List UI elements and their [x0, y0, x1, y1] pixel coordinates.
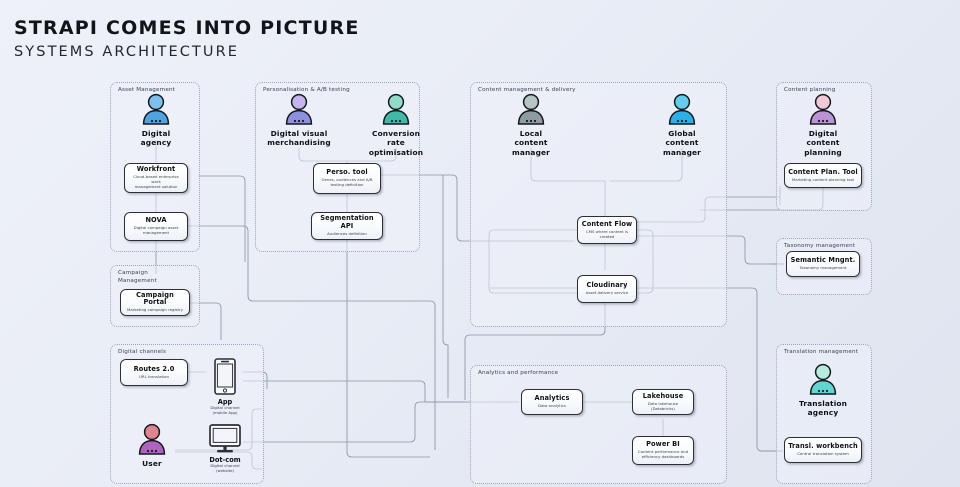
desktop-monitor-icon: [209, 424, 241, 453]
page-title: STRAPI COMES INTO PICTURE: [14, 17, 360, 39]
device-label-dot-com: Dot-com: [209, 456, 241, 464]
page-subtitle: SYSTEMS ARCHITECTURE: [14, 43, 240, 60]
node-title-transl-workbench: Transl. workbench: [788, 442, 858, 451]
group-analytics-performance: Analytics and performance: [470, 365, 727, 484]
node-subtitle-nova: Digital campaign asset management: [133, 225, 179, 236]
device-app: App Digital channel (mobile App): [205, 358, 245, 416]
device-dot-com: Dot-com Digital channel (website): [203, 424, 247, 474]
node-title-semantic-mngnt: Semantic Mngnt.: [790, 256, 856, 265]
node-subtitle-content-flow: CMS where content is created: [585, 228, 629, 239]
node-title-content-flow: Content Flow: [581, 219, 633, 228]
group-label-translation-management: Translation management: [784, 349, 859, 355]
node-content-flow[interactable]: Content Flow CMS where content is create…: [577, 216, 637, 244]
node-perso-tool[interactable]: Perso. tool Genes, audiences and A/B tes…: [313, 163, 381, 194]
node-title-lakehouse: Lakehouse: [642, 391, 684, 400]
node-power-bi[interactable]: Power BI Content performance and efficie…: [632, 436, 694, 465]
node-title-campaign-portal: Campaign Portal: [136, 290, 174, 307]
actor-conversion-rate-optimisation: Conversion rate optimisation: [368, 92, 424, 157]
node-campaign-portal[interactable]: Campaign Portal Marketing campaign regis…: [120, 289, 190, 316]
node-subtitle-segmentation-api: Audiences definition: [327, 230, 367, 236]
person-icon: [382, 93, 410, 125]
node-subtitle-semantic-mngnt: Taxonomy management: [799, 265, 847, 271]
actor-label-user: User: [142, 459, 162, 468]
actor-user: User: [129, 422, 175, 468]
node-subtitle-cloudinary: Asset delivery service: [585, 290, 629, 296]
node-title-nova: NOVA: [145, 216, 167, 225]
device-label-app: App: [217, 398, 233, 406]
actor-label-local-content-manager: Local content manager: [512, 129, 550, 157]
node-subtitle-content-plan-tool: Marketing content planning tool: [791, 176, 855, 182]
node-title-segmentation-api: Segmentation API: [320, 214, 374, 230]
node-semantic-mngnt[interactable]: Semantic Mngnt. Taxonomy management: [786, 251, 860, 277]
person-icon: [517, 93, 545, 125]
node-subtitle-transl-workbench: Central translation system: [797, 451, 849, 457]
actor-label-global-content-manager: Global content manager: [663, 129, 701, 157]
actor-label-digital-visual-merchandising: Digital visual merchandising: [267, 129, 331, 148]
node-subtitle-campaign-portal: Marketing campaign registry: [127, 307, 183, 313]
node-subtitle-workfront: Cloud-based enterprise work management s…: [133, 174, 179, 189]
node-transl-workbench[interactable]: Transl. workbench Central translation sy…: [784, 437, 862, 463]
person-icon: [285, 93, 313, 125]
person-icon: [809, 93, 837, 125]
node-segmentation-api[interactable]: Segmentation API Audiences definition: [311, 212, 383, 240]
node-title-power-bi: Power BI: [646, 440, 680, 449]
node-lakehouse[interactable]: Lakehouse Data lakehouse (Databricks): [632, 389, 694, 415]
actor-label-translation-agency: Translation agency: [798, 399, 848, 418]
actor-digital-agency: Digital agency: [131, 92, 181, 148]
group-label-taxonomy-management: Taxonomy management: [784, 243, 856, 249]
group-label-personalisation: Personalisation & A/B testing: [263, 87, 350, 93]
actor-digital-content-planning: Digital content planning: [798, 92, 848, 157]
actor-translation-agency: Translation agency: [798, 362, 848, 418]
node-title-cloudinary: Cloudinary: [586, 281, 628, 290]
node-cloudinary[interactable]: Cloudinary Asset delivery service: [577, 275, 637, 303]
device-subtitle-app: Digital channel (mobile App): [210, 405, 240, 415]
node-workfront[interactable]: Workfront Cloud-based enterprise work ma…: [124, 163, 188, 193]
node-title-perso-tool: Perso. tool: [326, 168, 368, 177]
node-title-content-plan-tool: Content Plan. Tool: [788, 167, 858, 176]
person-icon: [138, 423, 166, 455]
node-subtitle-routes-20: URL translation: [139, 373, 169, 379]
device-subtitle-dot-com: Digital channel (website): [210, 463, 240, 473]
actor-label-digital-agency: Digital agency: [140, 129, 172, 148]
group-label-asset-management: Asset Management: [118, 87, 176, 93]
person-icon: [809, 363, 837, 395]
group-label-analytics-performance: Analytics and performance: [478, 370, 559, 376]
actor-label-conversion-rate-optimisation: Conversion rate optimisation: [368, 129, 424, 157]
node-content-plan-tool[interactable]: Content Plan. Tool Marketing content pla…: [784, 163, 862, 188]
actor-local-content-manager: Local content manager: [506, 92, 556, 157]
actor-label-digital-content-planning: Digital content planning: [804, 129, 842, 157]
person-icon: [142, 93, 170, 125]
node-subtitle-analytics: Data analytics: [538, 403, 566, 409]
node-subtitle-perso-tool: Genes, audiences and A/B testing definit…: [321, 177, 373, 188]
actor-global-content-manager: Global content manager: [657, 92, 707, 157]
node-routes-20[interactable]: Routes 2.0 URL translation: [120, 359, 188, 386]
node-title-workfront: Workfront: [136, 165, 176, 174]
group-label-content-planning: Content planning: [784, 87, 836, 93]
node-analytics[interactable]: Analytics Data analytics: [521, 389, 583, 415]
page-title-block: STRAPI COMES INTO PICTURE SYSTEMS ARCHIT…: [14, 18, 360, 60]
node-subtitle-power-bi: Content performance and efficiency dashb…: [637, 449, 689, 460]
node-subtitle-lakehouse: Data lakehouse (Databricks): [647, 400, 679, 411]
node-title-analytics: Analytics: [534, 394, 570, 403]
person-icon: [668, 93, 696, 125]
group-label-digital-channels: Digital channels: [118, 349, 167, 355]
node-nova[interactable]: NOVA Digital campaign asset management: [124, 212, 188, 241]
group-label-campaign-management: Campaign Management: [118, 270, 157, 284]
mobile-phone-icon: [214, 358, 236, 395]
actor-digital-visual-merchandising: Digital visual merchandising: [267, 92, 331, 148]
node-title-routes-20: Routes 2.0: [133, 364, 175, 373]
group-label-content-management: Content management & delivery: [478, 87, 576, 93]
